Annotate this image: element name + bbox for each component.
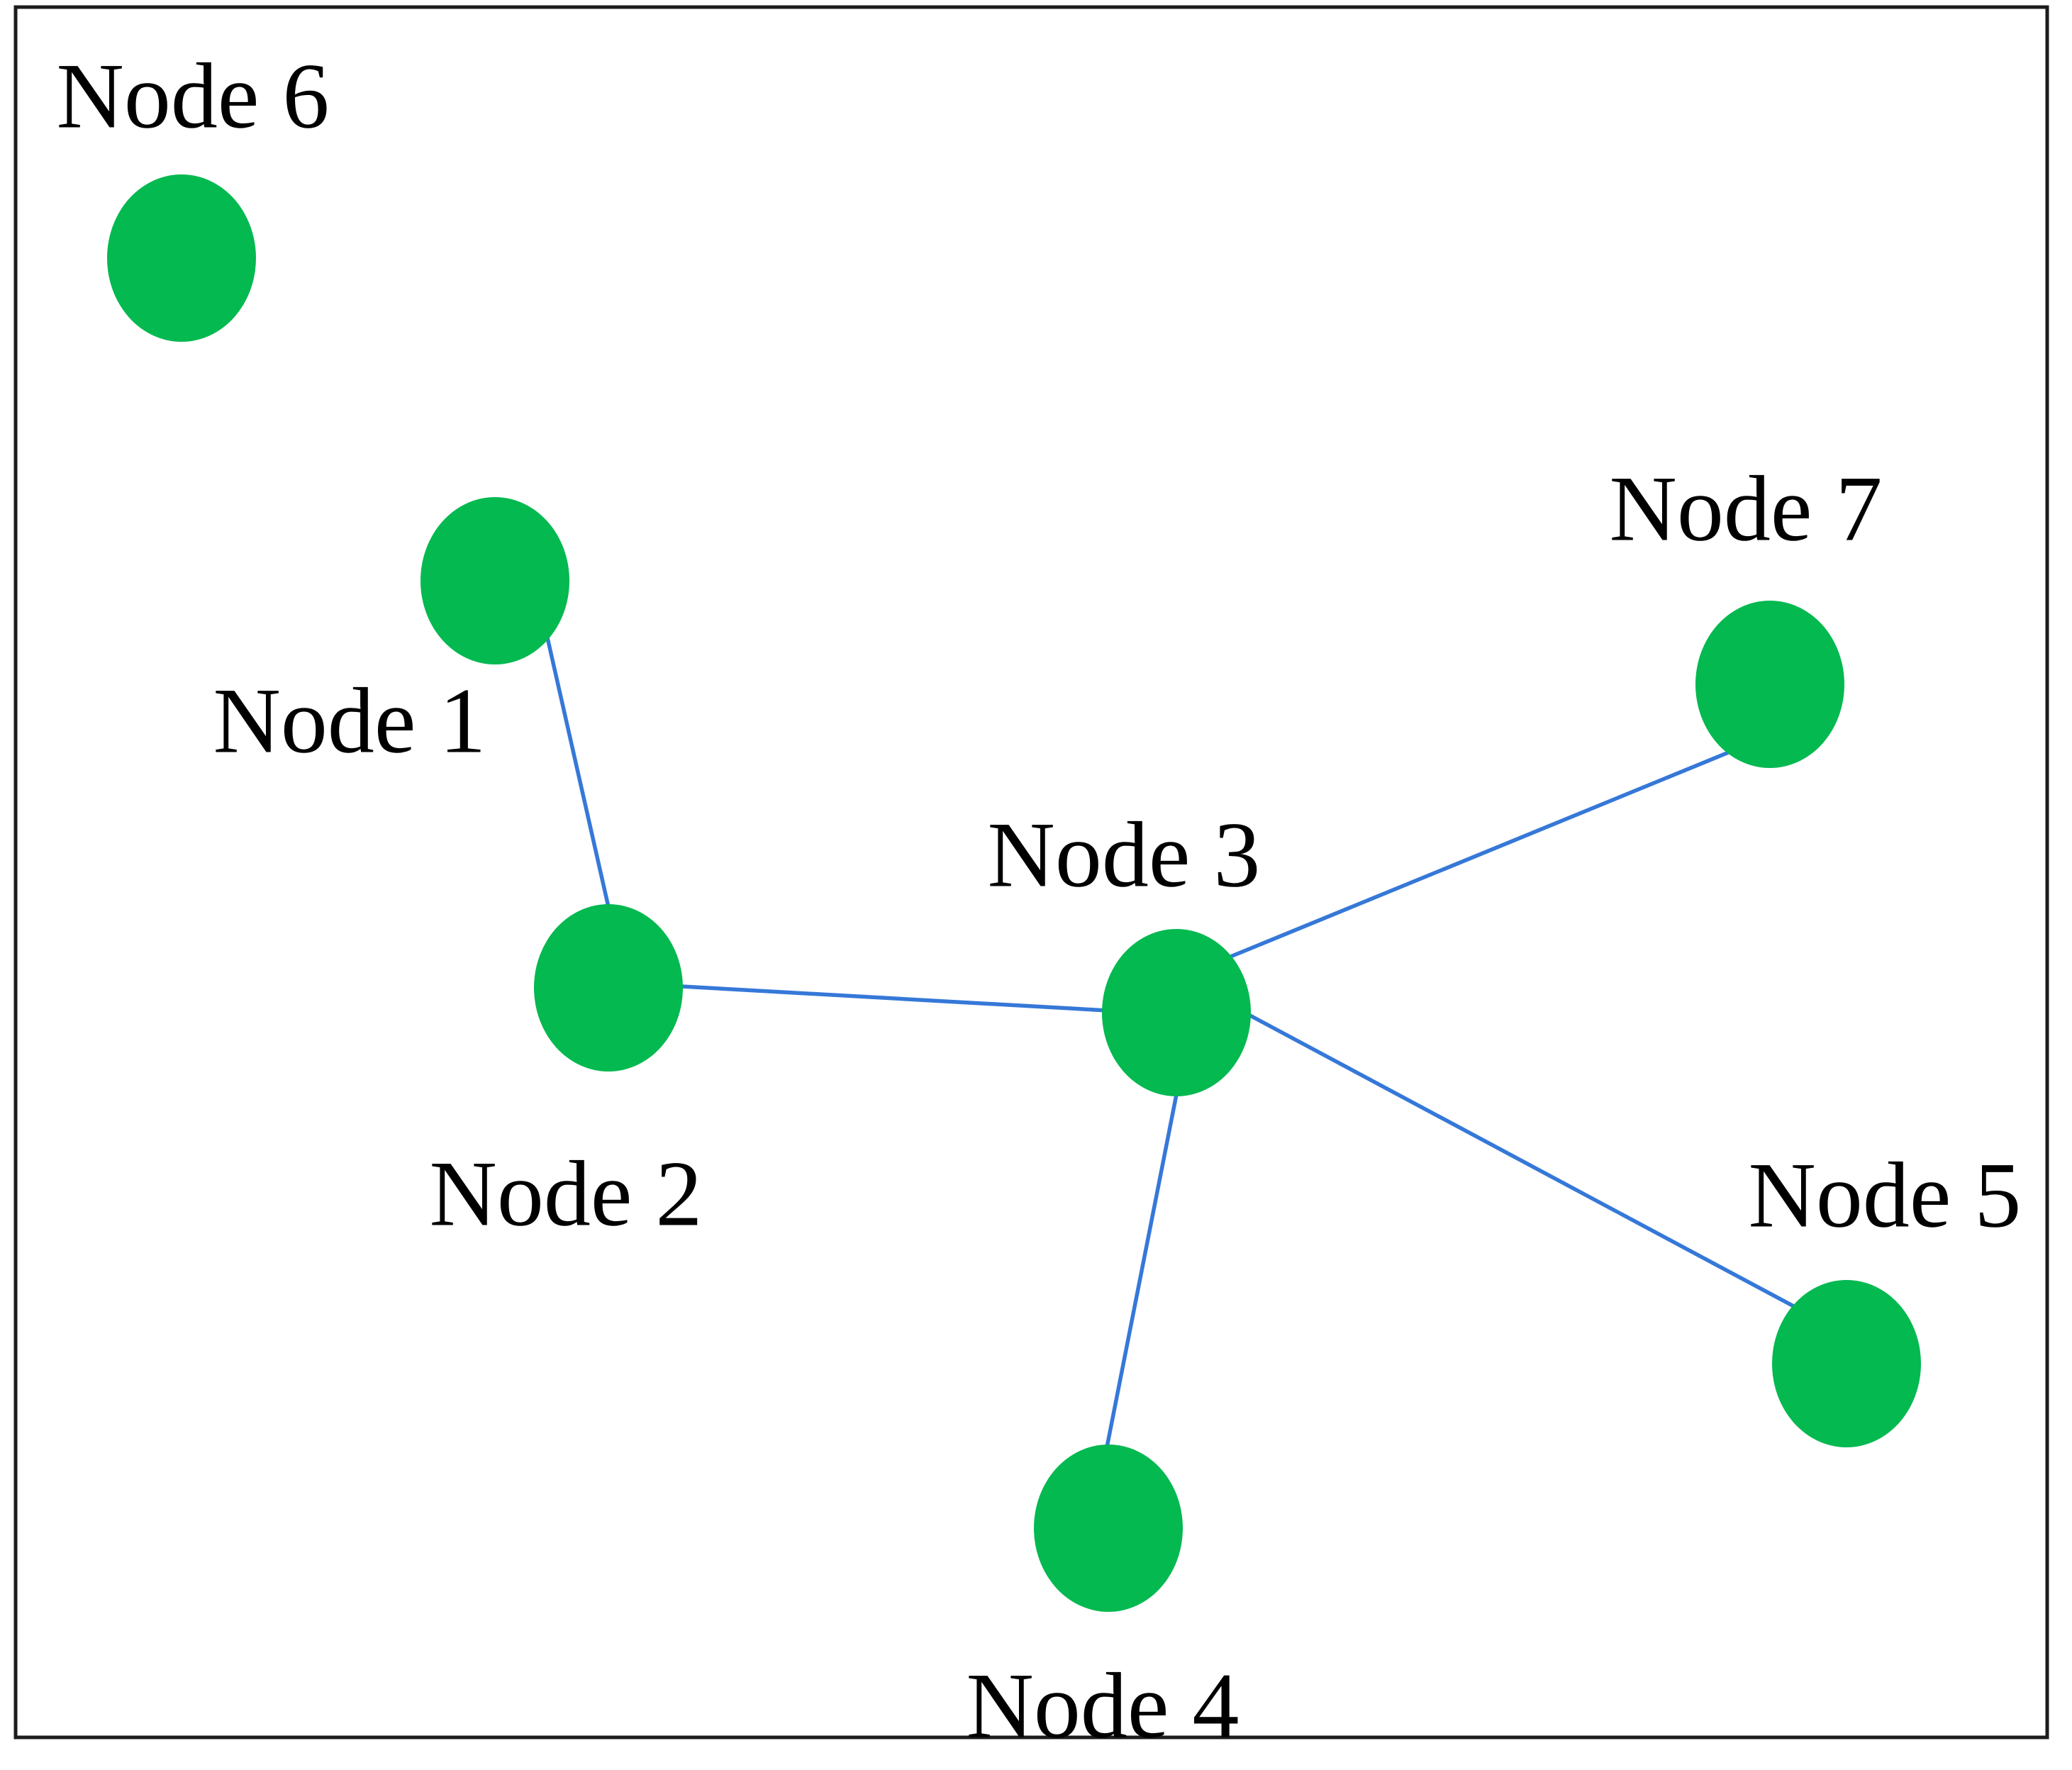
figure-border-frame — [13, 5, 2049, 1740]
node1-label: Node 1 — [213, 669, 486, 773]
edge-node3-node5 — [1227, 1002, 1820, 1322]
node4-label: Node 4 — [967, 1654, 1240, 1758]
edge-node1-node2 — [540, 612, 616, 933]
node2-label: Node 2 — [430, 1142, 703, 1246]
node2-circle — [534, 904, 683, 1072]
node7-label: Node 7 — [1610, 457, 1883, 561]
nodes-layer — [107, 174, 1921, 1612]
node6-circle — [107, 174, 256, 342]
edge-node3-node4 — [1102, 1065, 1184, 1462]
node1-circle — [420, 497, 569, 664]
edge-node2-node3 — [656, 983, 1133, 1014]
node5-circle — [1772, 1280, 1921, 1447]
edge-node3-node7 — [1208, 742, 1751, 967]
node3-label: Node 3 — [988, 803, 1261, 907]
edges-layer — [540, 612, 1820, 1462]
node4-circle — [1034, 1445, 1183, 1612]
node7-circle — [1695, 601, 1844, 768]
node6-label: Node 6 — [57, 44, 330, 148]
node3-circle — [1102, 929, 1251, 1096]
node5-label: Node 5 — [1749, 1143, 2022, 1247]
labels-layer: Node 1 Node 2 Node 3 Node 4 Node 5 Node 6 Node… — [57, 44, 2022, 1758]
